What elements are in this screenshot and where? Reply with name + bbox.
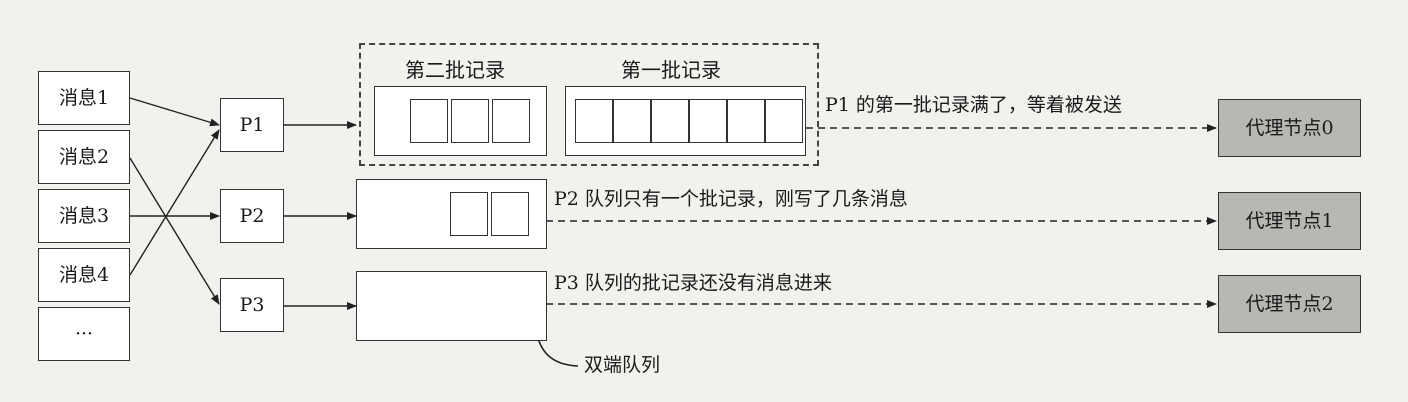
producer-label: P1 <box>239 113 265 136</box>
producer-p1: P1 <box>220 98 284 152</box>
arrow-msg4-p1 <box>129 129 220 276</box>
message-label: 消息4 <box>58 263 110 286</box>
p1-note: P1 的第一批记录满了，等着被发送 <box>823 94 1124 116</box>
arrow-msg1-p1 <box>129 97 220 127</box>
broker-node-1: 代理节点1 <box>1218 192 1361 250</box>
record-slot <box>450 192 488 236</box>
message-box-3: 消息3 <box>38 189 130 243</box>
record-slot <box>727 99 765 143</box>
message-label: 消息1 <box>58 86 110 109</box>
broker-node-2: 代理节点2 <box>1218 275 1361 333</box>
producer-p2: P2 <box>220 189 284 243</box>
producer-label: P3 <box>239 293 265 316</box>
message-box-more: ··· <box>38 307 130 361</box>
broker-node-0: 代理节点0 <box>1218 99 1361 157</box>
message-box-4: 消息4 <box>38 248 130 302</box>
p2-deque <box>356 179 547 249</box>
record-slot <box>492 99 530 143</box>
first-batch-title: 第一批记录 <box>621 58 721 82</box>
p2-note: P2 队列只有一个批记录，刚写了几条消息 <box>552 188 910 210</box>
second-batch-title: 第二批记录 <box>405 58 505 82</box>
ellipsis-label: ··· <box>74 322 94 345</box>
deque-label: 双端队列 <box>582 354 663 376</box>
record-slot <box>491 192 529 236</box>
broker-label: 代理节点1 <box>1245 209 1334 232</box>
record-slot <box>575 99 613 143</box>
p1-deque-group <box>359 43 819 166</box>
message-label: 消息3 <box>58 204 110 227</box>
p3-deque <box>356 271 547 341</box>
second-batch-record <box>374 86 547 156</box>
record-slot <box>613 99 651 143</box>
record-slot <box>765 99 803 143</box>
arrow-msg2-p3 <box>129 157 220 305</box>
record-slot <box>410 99 448 143</box>
deque-pointer-curve <box>537 337 579 367</box>
message-box-2: 消息2 <box>38 130 130 184</box>
record-slot <box>689 99 727 143</box>
broker-label: 代理节点2 <box>1245 292 1334 315</box>
producer-label: P2 <box>239 204 265 227</box>
producer-p3: P3 <box>220 278 284 332</box>
record-slot <box>451 99 489 143</box>
broker-label: 代理节点0 <box>1245 116 1334 139</box>
p3-note: P3 队列的批记录还没有消息进来 <box>552 272 834 294</box>
record-slot <box>651 99 689 143</box>
message-box-1: 消息1 <box>38 71 130 125</box>
message-label: 消息2 <box>58 145 110 168</box>
first-batch-record <box>565 86 806 156</box>
